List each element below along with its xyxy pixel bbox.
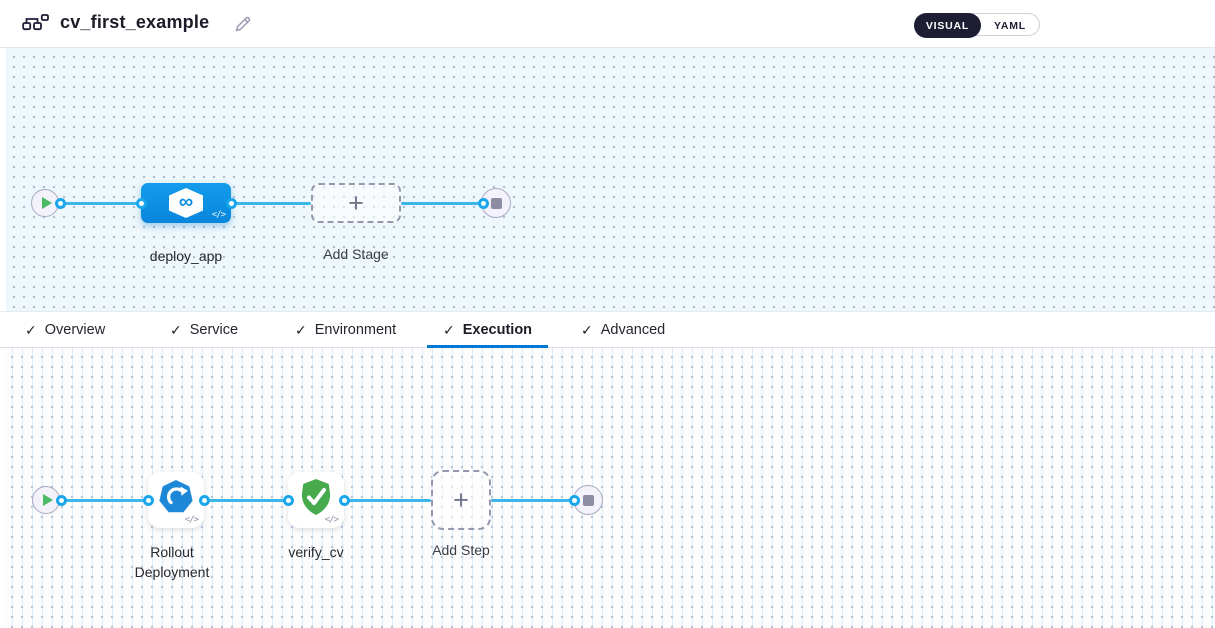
check-icon: ✓ xyxy=(295,321,307,338)
edge xyxy=(60,201,142,205)
harness-cd-infinity-icon: ∞ xyxy=(178,191,194,213)
plus-icon: + xyxy=(453,484,469,515)
stage-config-tabs: ✓ Overview ✓ Service ✓ Environment ✓ Exe… xyxy=(0,311,1215,348)
check-icon: ✓ xyxy=(25,321,37,338)
add-step-button[interactable]: + xyxy=(431,470,491,530)
code-icon: </> xyxy=(324,515,339,525)
connector-port xyxy=(282,494,294,506)
edge xyxy=(231,201,311,205)
edge xyxy=(401,201,483,205)
connector-port xyxy=(568,494,580,506)
check-icon: ✓ xyxy=(581,321,593,338)
tab-overview[interactable]: ✓ Overview xyxy=(9,312,121,348)
check-icon: ✓ xyxy=(170,321,182,338)
tab-label: Advanced xyxy=(600,322,666,338)
edge xyxy=(344,498,431,502)
tab-label: Execution xyxy=(462,322,533,338)
page-title: cv_first_example xyxy=(60,12,210,32)
stop-icon xyxy=(582,494,594,506)
connector-port xyxy=(198,494,210,506)
step-label: verify_cv xyxy=(288,544,344,560)
step-node-verify-cv[interactable]: </> xyxy=(288,472,344,528)
connector-port xyxy=(55,494,67,506)
tab-service[interactable]: ✓ Service xyxy=(154,312,254,348)
edit-pencil-icon[interactable] xyxy=(233,14,253,34)
execution-canvas: </> </> + Rollout Deployment verify_cv A… xyxy=(6,348,1215,628)
play-icon xyxy=(42,197,52,209)
tab-label: Overview xyxy=(44,322,106,338)
plus-icon: + xyxy=(348,187,364,218)
tab-advanced[interactable]: ✓ Advanced xyxy=(565,312,681,348)
connector-port xyxy=(135,197,147,209)
edge xyxy=(61,498,148,502)
check-icon: ✓ xyxy=(443,321,455,338)
pipeline-start-node xyxy=(31,189,59,217)
add-step-label: Add Step xyxy=(432,542,490,558)
step-label: Rollout Deployment xyxy=(134,544,210,580)
stop-icon xyxy=(490,197,502,209)
kubernetes-rollout-icon xyxy=(159,480,193,513)
header: cv_first_example VISUAL YAML xyxy=(0,0,1215,48)
visual-yaml-toggle: VISUAL YAML xyxy=(914,13,1040,38)
edge xyxy=(204,498,288,502)
stage-node-deploy-app[interactable]: ∞ </> xyxy=(141,183,231,223)
code-icon: </> xyxy=(211,210,226,220)
yaml-toggle-button[interactable]: YAML xyxy=(994,19,1026,32)
tab-environment[interactable]: ✓ Environment xyxy=(279,312,412,348)
shield-check-icon xyxy=(301,479,331,515)
edge xyxy=(491,498,574,502)
stage-canvas: ∞ </> + deploy_app Add Stage xyxy=(6,48,1215,311)
connector-port xyxy=(54,197,66,209)
connector-port xyxy=(142,494,154,506)
step-node-rollout-deployment[interactable]: </> xyxy=(148,472,204,528)
code-icon: </> xyxy=(184,515,199,525)
tab-execution[interactable]: ✓ Execution xyxy=(427,312,548,348)
connector-port xyxy=(225,197,237,209)
connector-port xyxy=(477,197,489,209)
cd-stage-hexagon-icon: ∞ xyxy=(169,188,203,218)
visual-toggle-button[interactable]: VISUAL xyxy=(914,13,981,38)
add-stage-label: Add Stage xyxy=(323,246,389,262)
tab-label: Service xyxy=(189,322,239,338)
add-stage-button[interactable]: + xyxy=(311,183,401,223)
tab-label: Environment xyxy=(314,322,397,338)
play-icon xyxy=(43,494,53,506)
connector-port xyxy=(338,494,350,506)
stage-label: deploy_app xyxy=(149,248,223,264)
pipeline-icon xyxy=(22,13,49,35)
